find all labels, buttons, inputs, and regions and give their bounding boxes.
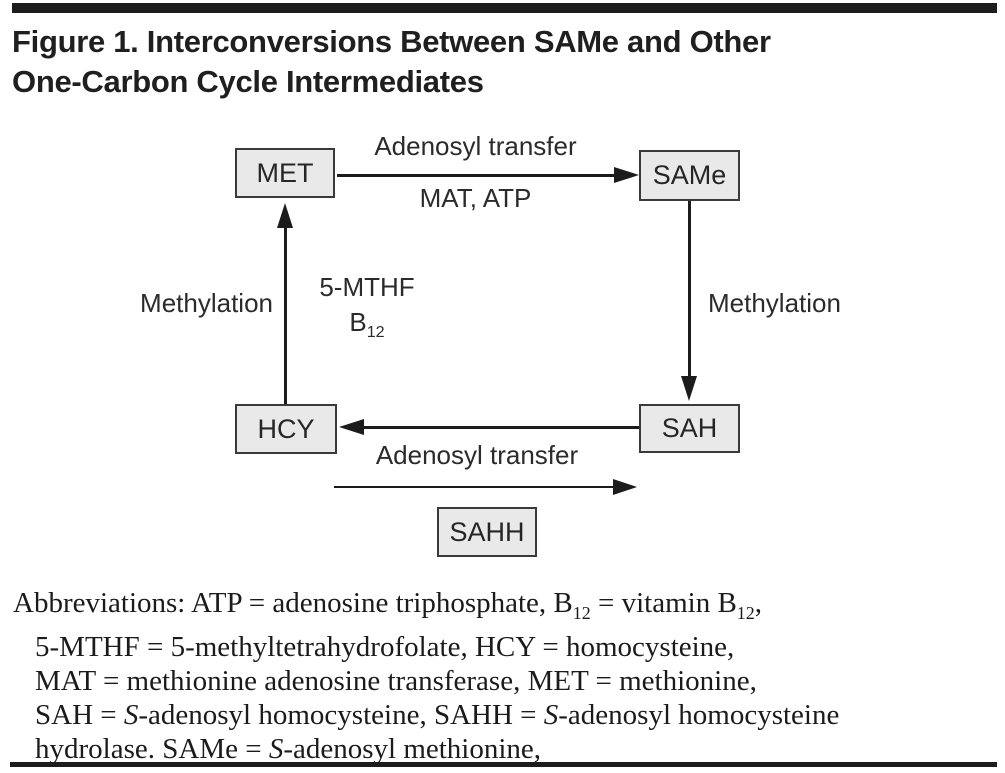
arrowhead-same-to-sah xyxy=(681,376,697,401)
adenosyl-transfer-bottom-label: Adenosyl transfer xyxy=(375,440,579,470)
arrowhead-hcy-to-met xyxy=(277,203,293,228)
abbreviations-line: MAT = methionine adenosine transferase, … xyxy=(35,664,757,697)
methylation-left-label: Methylation xyxy=(140,288,273,318)
abbreviations-line: Abbreviations: ATP = adenosine triphosph… xyxy=(13,587,763,623)
arrow-met-to-same xyxy=(337,174,614,177)
arrowhead-sahh-reaction xyxy=(613,479,637,495)
met-label: MET xyxy=(256,157,314,188)
arrow-sahh-reaction xyxy=(334,486,613,488)
bottom-rule xyxy=(10,762,997,767)
figure-title-line1: Figure 1. Interconversions Between SAMe … xyxy=(12,24,771,59)
same-box: SAMe xyxy=(639,150,740,201)
mat-atp-label: MAT, ATP xyxy=(419,183,532,213)
arrow-sah-to-hcy xyxy=(364,426,639,429)
arrowhead-sah-to-hcy xyxy=(339,419,364,435)
mthf-label: 5-MTHF xyxy=(319,272,415,302)
same-label: SAMe xyxy=(652,160,727,190)
sah-box: SAH xyxy=(639,404,740,453)
arrow-same-to-sah xyxy=(688,201,691,376)
arrow-hcy-to-met xyxy=(284,228,287,404)
b12-subscript: 12 xyxy=(366,323,385,342)
abbreviations-line: hydrolase. SAMe = S-adenosyl methionine, xyxy=(35,732,542,765)
sahh-box: SAHH xyxy=(437,507,537,557)
sahh-label: SAHH xyxy=(449,516,525,547)
hcy-label: HCY xyxy=(257,413,315,444)
sah-label: SAH xyxy=(661,413,718,443)
figure-title-line2: One-Carbon Cycle Intermediates xyxy=(12,64,484,99)
top-rule xyxy=(12,3,997,13)
adenosyl-transfer-top-label: Adenosyl transfer xyxy=(374,131,577,161)
abbreviations-line: 5-MTHF = 5-methyltetrahydrofolate, HCY =… xyxy=(35,630,735,663)
b12-label: B12 xyxy=(300,307,434,342)
figure-title: Figure 1. Interconversions Between SAMe … xyxy=(12,22,982,102)
abbreviations-line: SAH = S-adenosyl homocysteine, SAHH = S-… xyxy=(35,698,840,731)
abbreviations-paragraph: Abbreviations: ATP = adenosine triphosph… xyxy=(13,586,998,766)
methylation-right-label: Methylation xyxy=(708,288,841,318)
met-box: MET xyxy=(235,148,335,198)
b12-base: B xyxy=(349,307,367,337)
arrowhead-met-to-same xyxy=(614,167,639,183)
hcy-box: HCY xyxy=(235,404,337,454)
